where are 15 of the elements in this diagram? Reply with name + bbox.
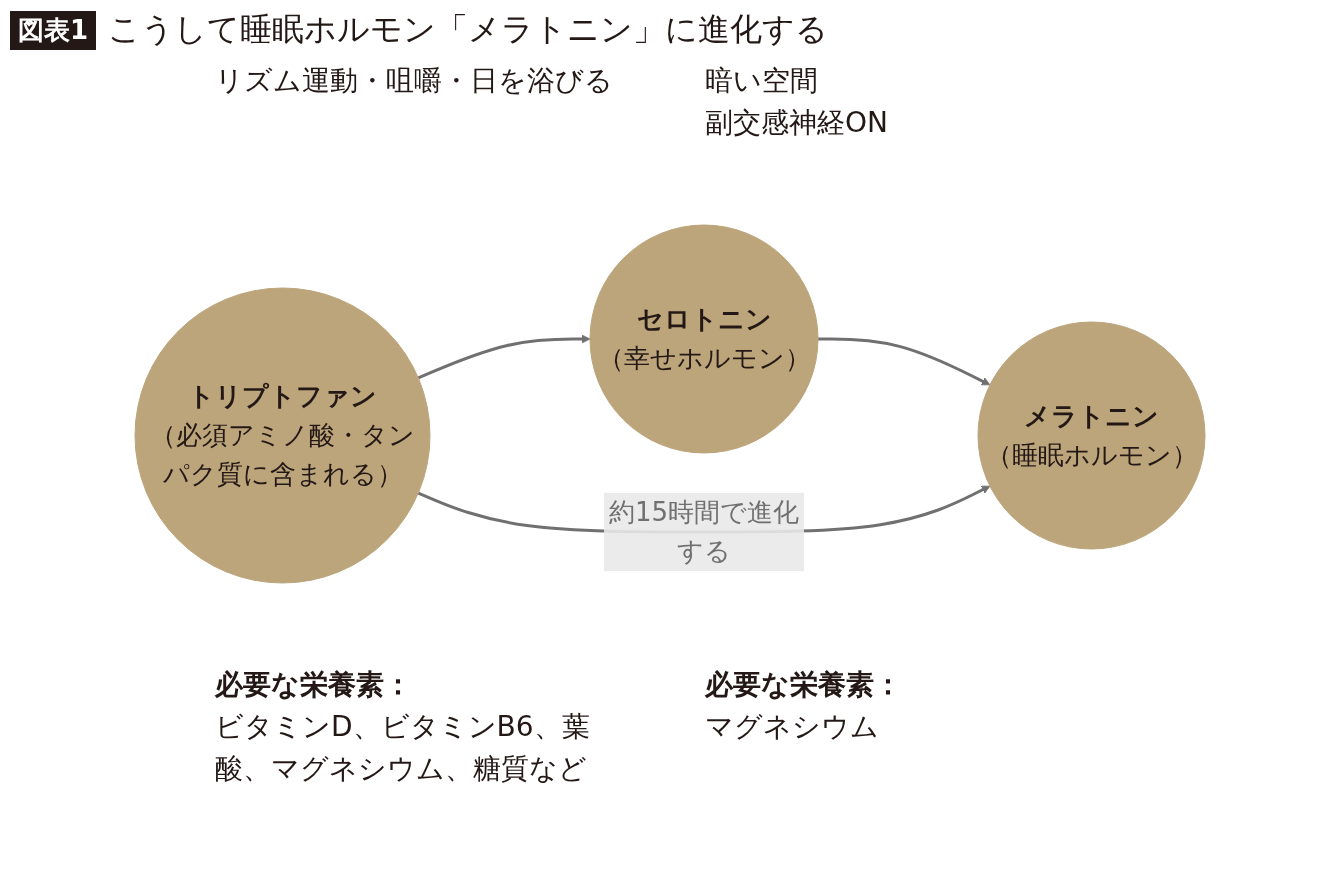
edge-label: 約15時間で進化する (608, 497, 800, 566)
note-text: ビタミンD、ビタミンB6、葉酸、マグネシウム、糖質など (215, 709, 591, 787)
node-circle: メラトニン （睡眠ホルモン） (977, 321, 1206, 550)
note-text: リズム運動・咀嚼・日を浴びる (215, 63, 613, 99)
note-heading: 必要な栄養素： (705, 667, 902, 703)
note-text: 暗い空間 (705, 63, 818, 99)
node-circle: トリプトファン （必須アミノ酸・タンパク質に含まれる） (134, 287, 431, 584)
title: こうして睡眠ホルモン「メラトニン」に進化する (108, 9, 829, 50)
figure-badge: 図表1 (10, 10, 97, 50)
node-circle: セロトニン （幸せホルモン） (589, 224, 819, 454)
note-text: 副交感神経ON (705, 105, 888, 141)
arrow (417, 334, 591, 380)
arrow (818, 337, 991, 386)
note-heading: 必要な栄養素： (215, 667, 412, 703)
note-text: マグネシウム (705, 709, 879, 745)
